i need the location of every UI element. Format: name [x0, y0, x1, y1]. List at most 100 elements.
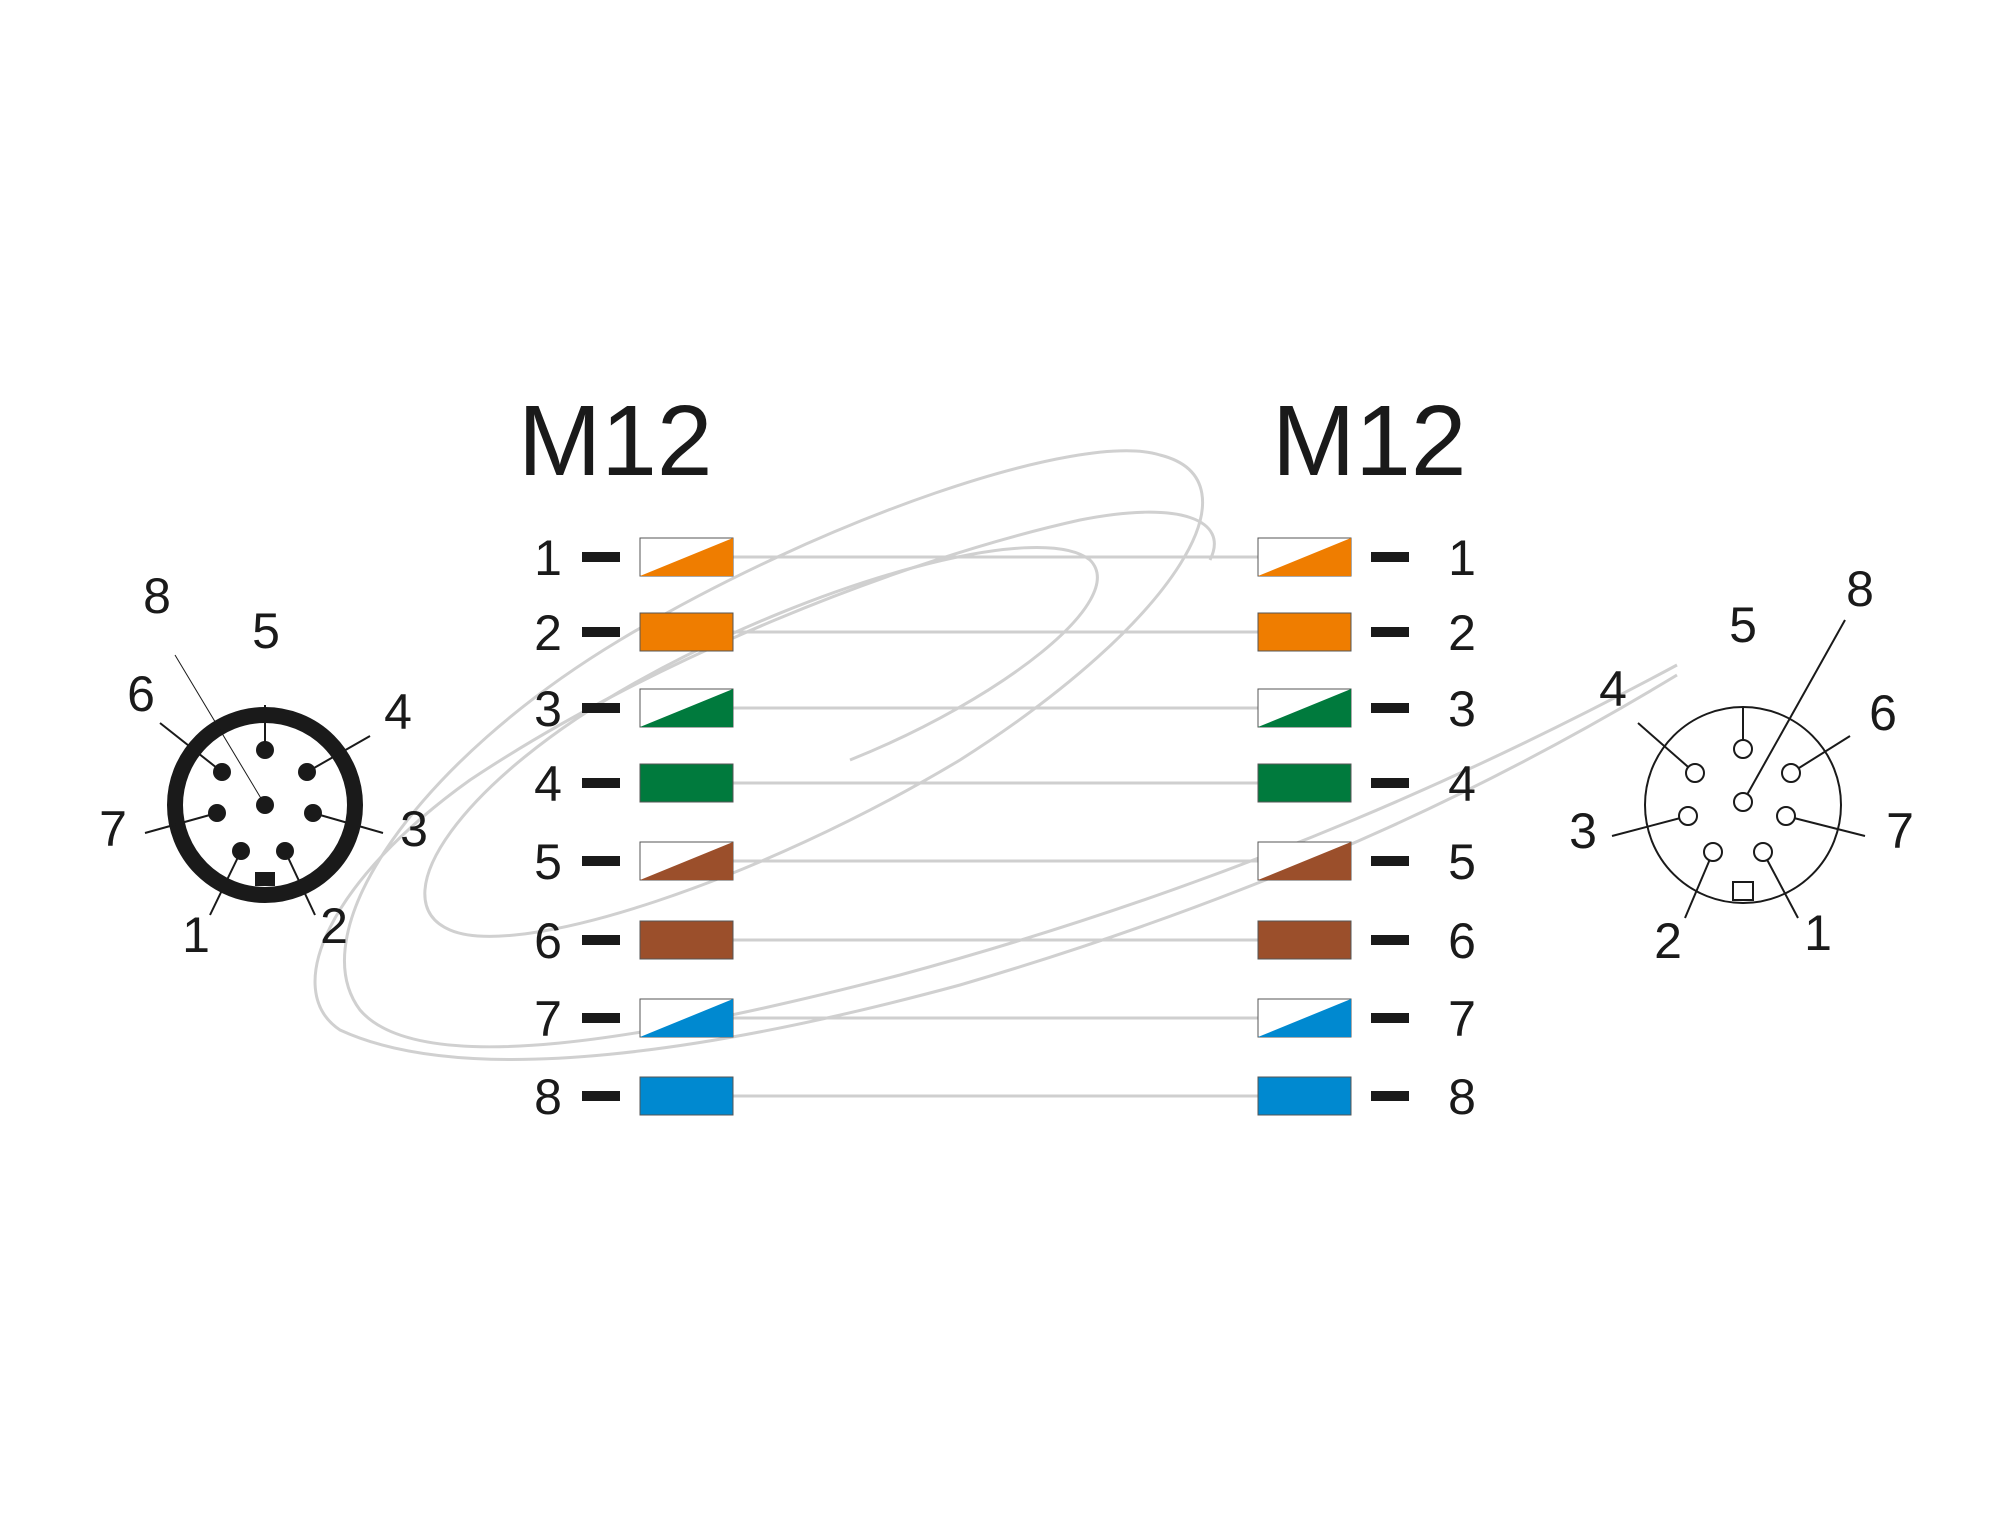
right-pin-number: 1 — [1448, 530, 1476, 586]
right-color-block — [1257, 1076, 1352, 1116]
pin-leader-line — [144, 812, 218, 834]
color-stripe — [1258, 538, 1351, 576]
right-color-block — [1257, 920, 1352, 960]
color-stripe — [1258, 842, 1351, 880]
pin-socket — [1733, 792, 1753, 812]
left-connector-pin: 8 — [143, 568, 274, 814]
right-dash — [1371, 778, 1409, 788]
left-color-block — [639, 612, 734, 652]
right-dash — [1371, 703, 1409, 713]
pin-socket — [1678, 806, 1698, 826]
right-connector-pin-label: 7 — [1886, 803, 1914, 859]
left-dash — [582, 1013, 620, 1023]
pin-dot — [208, 804, 226, 822]
pin-socket — [1703, 842, 1723, 862]
right-color-block — [1257, 612, 1352, 652]
pin-dot — [256, 741, 274, 759]
left-pin-number: 1 — [534, 530, 562, 586]
pin-socket — [1776, 806, 1796, 826]
left-connector-pin-label: 6 — [127, 666, 155, 722]
color-stripe — [1258, 999, 1351, 1037]
pin-dot — [304, 804, 322, 822]
color-block-rect — [639, 763, 734, 803]
right-pin-number: 3 — [1448, 681, 1476, 737]
left-connector-pin: 5 — [252, 603, 280, 759]
left-dash — [582, 703, 620, 713]
left-color-block — [639, 920, 734, 960]
pin-leader-line — [1637, 722, 1696, 774]
right-connector-pin-label: 4 — [1599, 661, 1627, 717]
left-connector: 85 6 4 7 3 1 2 — [99, 568, 428, 963]
left-connector-pin: 6 — [127, 666, 231, 781]
left-connector-pin: 4 — [298, 684, 412, 781]
right-color-block — [1257, 841, 1352, 881]
color-stripe — [640, 842, 733, 880]
pin-leader-line — [1684, 851, 1714, 919]
pin-leader-line — [174, 654, 266, 806]
pin-dot — [298, 763, 316, 781]
left-connector-pin-label: 7 — [99, 801, 127, 857]
right-dash — [1371, 627, 1409, 637]
right-pin-number: 4 — [1448, 756, 1476, 812]
right-color-block — [1257, 998, 1352, 1038]
pin-leader-line — [306, 735, 371, 773]
left-connector-pin: 3 — [304, 801, 428, 857]
pin-dot — [232, 842, 250, 860]
color-block-rect — [639, 920, 734, 960]
left-connector-pin: 2 — [276, 842, 348, 954]
right-connector-pin-label: 8 — [1846, 561, 1874, 617]
right-connector-pin: 8 — [1733, 561, 1874, 812]
cable-loop-inner — [313, 510, 1678, 1061]
pin-leader-line — [1611, 815, 1689, 837]
right-connector-pin-label: 5 — [1729, 597, 1757, 653]
right-pin-number: 2 — [1448, 605, 1476, 661]
left-pin-number: 4 — [534, 756, 562, 812]
right-connector-pin: 7 — [1776, 803, 1914, 859]
right-connector-pin-label: 2 — [1654, 913, 1682, 969]
left-dash — [582, 778, 620, 788]
right-connector-pin: 2 — [1654, 842, 1723, 969]
right-connector-key — [1732, 881, 1754, 901]
right-connector-pin: 5 — [1729, 597, 1757, 759]
left-dash — [582, 1091, 620, 1101]
right-connector-pin-label: 1 — [1804, 905, 1832, 961]
left-dash — [582, 627, 620, 637]
pin-dot — [256, 796, 274, 814]
color-block-rect — [639, 612, 734, 652]
right-color-block — [1257, 688, 1352, 728]
pin-leader-line — [1790, 735, 1851, 774]
pin-leader-line — [312, 812, 384, 834]
pin-socket — [1753, 842, 1773, 862]
right-pin-number: 8 — [1448, 1069, 1476, 1125]
pin-leader-line — [284, 850, 316, 916]
left-color-block — [639, 763, 734, 803]
pin-dot — [276, 842, 294, 860]
right-connector-pin-label: 6 — [1869, 685, 1897, 741]
color-stripe — [1258, 689, 1351, 727]
right-connector-pin: 6 — [1781, 685, 1897, 783]
pin-dot — [213, 763, 231, 781]
left-color-block — [639, 841, 734, 881]
right-color-block — [1257, 537, 1352, 577]
right-dash — [1371, 935, 1409, 945]
right-connector-title: M12 — [1272, 385, 1467, 497]
pin-socket — [1781, 763, 1801, 783]
left-pin-number: 5 — [534, 834, 562, 890]
left-dash — [582, 552, 620, 562]
right-connector-pin: 4 — [1599, 661, 1705, 783]
right-dash — [1371, 1091, 1409, 1101]
right-pin-number: 5 — [1448, 834, 1476, 890]
right-dash — [1371, 856, 1409, 866]
left-connector-pin-label: 1 — [182, 907, 210, 963]
pin-leader-line — [1742, 619, 1846, 803]
left-pin-number: 7 — [534, 991, 562, 1047]
left-connector-pin-label: 2 — [320, 898, 348, 954]
